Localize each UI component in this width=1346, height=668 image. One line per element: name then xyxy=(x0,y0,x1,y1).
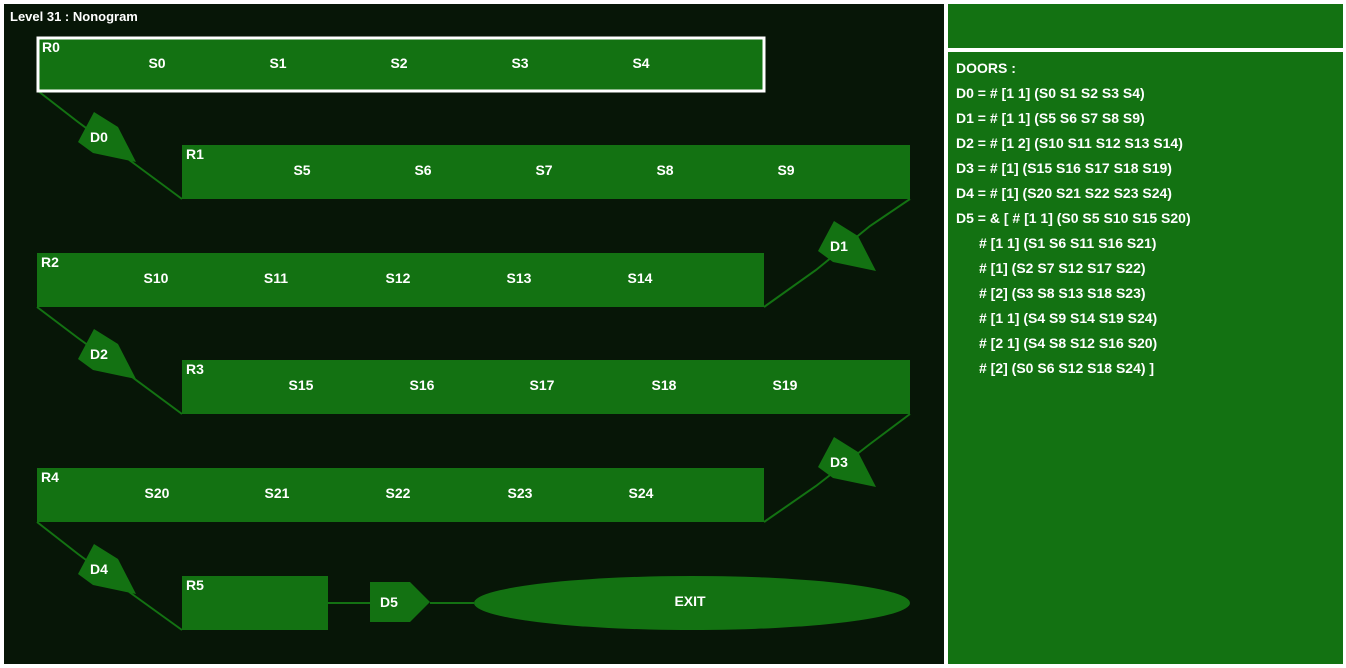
room-label: R1 xyxy=(186,146,204,162)
exit-layer: EXIT xyxy=(474,576,910,630)
switch-s3[interactable]: S3 xyxy=(511,55,528,71)
room-rect[interactable] xyxy=(37,468,764,522)
room-r5[interactable]: R5 xyxy=(182,576,328,630)
level-title: Level 31 : Nonogram xyxy=(10,9,138,24)
door-d5[interactable]: D5 xyxy=(370,582,430,622)
door-d0[interactable]: D0 xyxy=(78,112,136,162)
door-shape[interactable] xyxy=(818,221,876,271)
switch-s24[interactable]: S24 xyxy=(629,485,654,501)
door-rule-line: # [2] (S0 S6 S12 S18 S24) ] xyxy=(979,360,1155,376)
room-label: R4 xyxy=(41,469,59,485)
door-label: D0 xyxy=(90,129,108,145)
door-label: D5 xyxy=(380,594,398,610)
door-shape[interactable] xyxy=(78,112,136,162)
exit-ellipse[interactable] xyxy=(474,576,910,630)
switch-s13[interactable]: S13 xyxy=(507,270,532,286)
room-label: R0 xyxy=(42,39,60,55)
door-rule-line: # [1 1] (S1 S6 S11 S16 S21) xyxy=(979,235,1157,251)
switch-s21[interactable]: S21 xyxy=(265,485,290,501)
switch-s19[interactable]: S19 xyxy=(773,377,798,393)
room-rect[interactable] xyxy=(182,145,910,199)
doors-panel: DOORS : D0 = # [1 1] (S0 S1 S2 S3 S4) D1 … xyxy=(948,52,1343,664)
switch-s0[interactable]: S0 xyxy=(148,55,165,71)
door-d2[interactable]: D2 xyxy=(78,329,136,379)
switch-s2[interactable]: S2 xyxy=(390,55,407,71)
door-d4[interactable]: D4 xyxy=(78,544,136,594)
switch-s16[interactable]: S16 xyxy=(410,377,435,393)
door-rule-line: D5 = & [ # [1 1] (S0 S5 S10 S15 S20) xyxy=(956,210,1191,226)
door-rule-line: # [1] (S2 S7 S12 S17 S22) xyxy=(979,260,1146,276)
door-rule-line: D0 = # [1 1] (S0 S1 S2 S3 S4) xyxy=(956,85,1145,101)
room-rect[interactable] xyxy=(37,253,764,307)
switch-s17[interactable]: S17 xyxy=(530,377,555,393)
top-panel xyxy=(948,4,1343,48)
door-rule-line: D2 = # [1 2] (S10 S11 S12 S13 S14) xyxy=(956,135,1183,151)
switch-s1[interactable]: S1 xyxy=(269,55,286,71)
door-d3[interactable]: D3 xyxy=(818,437,876,487)
switch-s15[interactable]: S15 xyxy=(289,377,314,393)
room-rect[interactable] xyxy=(36,36,766,93)
door-label: D3 xyxy=(830,454,848,470)
door-shape[interactable] xyxy=(818,437,876,487)
switch-s10[interactable]: S10 xyxy=(144,270,169,286)
switch-s20[interactable]: S20 xyxy=(145,485,170,501)
room-label: R5 xyxy=(186,577,204,593)
door-label: D2 xyxy=(90,346,108,362)
door-d1[interactable]: D1 xyxy=(818,221,876,271)
door-rule-line: D3 = # [1] (S15 S16 S17 S18 S19) xyxy=(956,160,1172,176)
switch-s7[interactable]: S7 xyxy=(535,162,552,178)
switch-s5[interactable]: S5 xyxy=(293,162,310,178)
switch-s9[interactable]: S9 xyxy=(777,162,794,178)
room-rect[interactable] xyxy=(182,576,328,630)
door-rule-line: # [2] (S3 S8 S13 S18 S23) xyxy=(979,285,1146,301)
door-label: D1 xyxy=(830,238,848,254)
door-shape[interactable] xyxy=(78,329,136,379)
switch-s23[interactable]: S23 xyxy=(508,485,533,501)
room-label: R2 xyxy=(41,254,59,270)
door-rule-line: # [1 1] (S4 S9 S14 S19 S24) xyxy=(979,310,1158,326)
switch-s6[interactable]: S6 xyxy=(414,162,431,178)
switch-s14[interactable]: S14 xyxy=(628,270,653,286)
switch-s4[interactable]: S4 xyxy=(632,55,649,71)
door-shape[interactable] xyxy=(78,544,136,594)
door-label: D4 xyxy=(90,561,108,577)
switch-s18[interactable]: S18 xyxy=(652,377,677,393)
room-rect[interactable] xyxy=(182,360,910,414)
door-rule-line: # [2 1] (S4 S8 S12 S16 S20) xyxy=(979,335,1158,351)
room-label: R3 xyxy=(186,361,204,377)
switch-s8[interactable]: S8 xyxy=(656,162,673,178)
switch-s12[interactable]: S12 xyxy=(386,270,411,286)
exit-label: EXIT xyxy=(674,593,706,609)
switch-s11[interactable]: S11 xyxy=(264,270,288,286)
door-rule-line: D1 = # [1 1] (S5 S6 S7 S8 S9) xyxy=(956,110,1145,126)
door-shape[interactable] xyxy=(370,582,430,622)
doors-heading: DOORS : xyxy=(956,60,1016,76)
exit-zone[interactable]: EXIT xyxy=(474,576,910,630)
door-rule-line: D4 = # [1] (S20 S21 S22 S23 S24) xyxy=(956,185,1172,201)
switch-s22[interactable]: S22 xyxy=(386,485,411,501)
